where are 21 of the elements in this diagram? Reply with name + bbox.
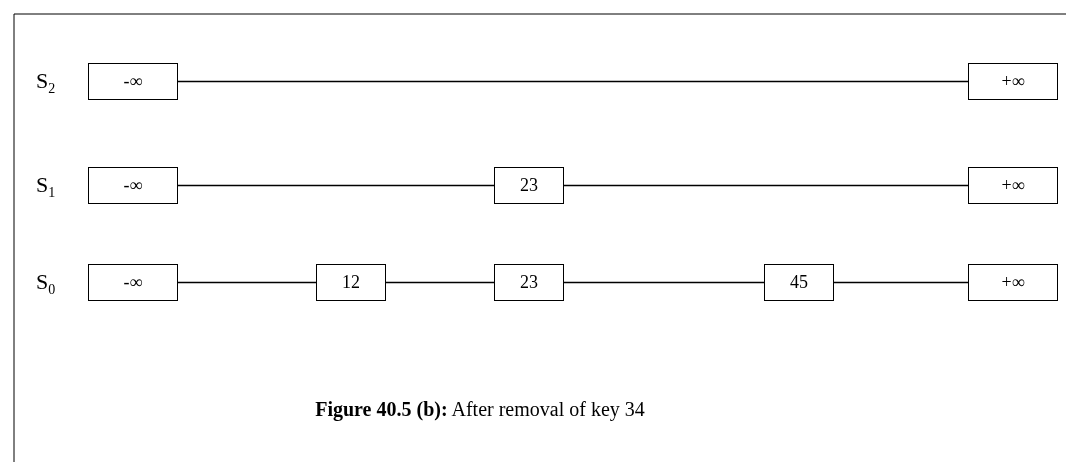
list-node-box: -∞ — [88, 264, 178, 301]
link-line — [177, 184, 495, 187]
level-label: S$_{1}$ — [36, 172, 56, 202]
list-node-box: 12 — [316, 264, 386, 301]
list-node-box: -∞ — [88, 63, 178, 100]
link-line — [833, 281, 969, 284]
link-line — [563, 184, 969, 187]
link-line — [177, 281, 317, 284]
list-node-box: +∞ — [968, 63, 1058, 100]
list-node-box: 45 — [764, 264, 834, 301]
list-node-box: +∞ — [968, 167, 1058, 204]
level-label: S$_{0}$ — [36, 269, 56, 299]
link-line — [385, 281, 495, 284]
list-node-box: -∞ — [88, 167, 178, 204]
link-line — [563, 281, 765, 284]
link-line — [177, 80, 969, 83]
list-node-box: +∞ — [968, 264, 1058, 301]
level-label: S$_{2}$ — [36, 68, 56, 98]
figure-caption: Figure 40.5 (b): After removal of key 34 — [314, 398, 646, 421]
list-node-box: 23 — [494, 264, 564, 301]
list-node-box: 23 — [494, 167, 564, 204]
